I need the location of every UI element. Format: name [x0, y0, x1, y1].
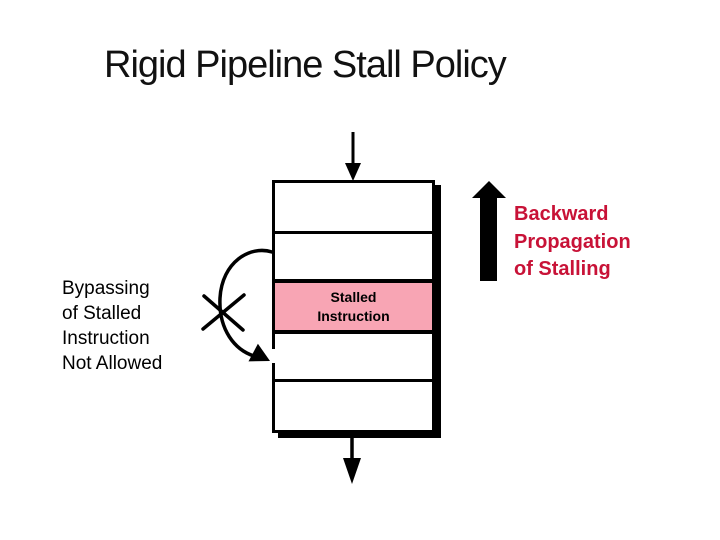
- backward-caption-line: Backward: [514, 203, 609, 225]
- slide-title: Rigid Pipeline Stall Policy: [104, 44, 507, 86]
- pipeline-box: Stalled Instruction: [272, 180, 435, 433]
- bypass-arc-icon: [218, 248, 274, 362]
- stalled-stage-label: Stalled: [330, 288, 377, 305]
- bypass-caption-line: Not Allowed: [62, 353, 163, 374]
- bypass-caption: Bypassing of Stalled Instruction Not All…: [62, 276, 162, 376]
- bypass-caption-line: Bypassing: [62, 278, 150, 299]
- stalled-stage: Stalled Instruction: [275, 279, 432, 334]
- flow-in-arrow-icon: [345, 132, 361, 181]
- backward-propagation-caption: Backward Propagation of Stalling: [514, 201, 631, 284]
- backward-propagation-arrow-icon: [472, 181, 506, 281]
- pipeline-stage-divider: [275, 379, 432, 382]
- stalled-stage-label: Instruction: [317, 307, 390, 324]
- pipeline-edge-gap: [270, 349, 276, 363]
- backward-caption-line: Propagation: [514, 230, 631, 253]
- flow-out-arrow-icon: [343, 431, 361, 484]
- pipeline-stage-divider: [275, 231, 432, 234]
- bypass-caption-line: Instruction: [62, 328, 150, 349]
- not-allowed-cross-icon: [201, 293, 246, 332]
- backward-caption-line: of Stalling: [514, 258, 611, 280]
- bypass-caption-line: of Stalled: [62, 303, 142, 324]
